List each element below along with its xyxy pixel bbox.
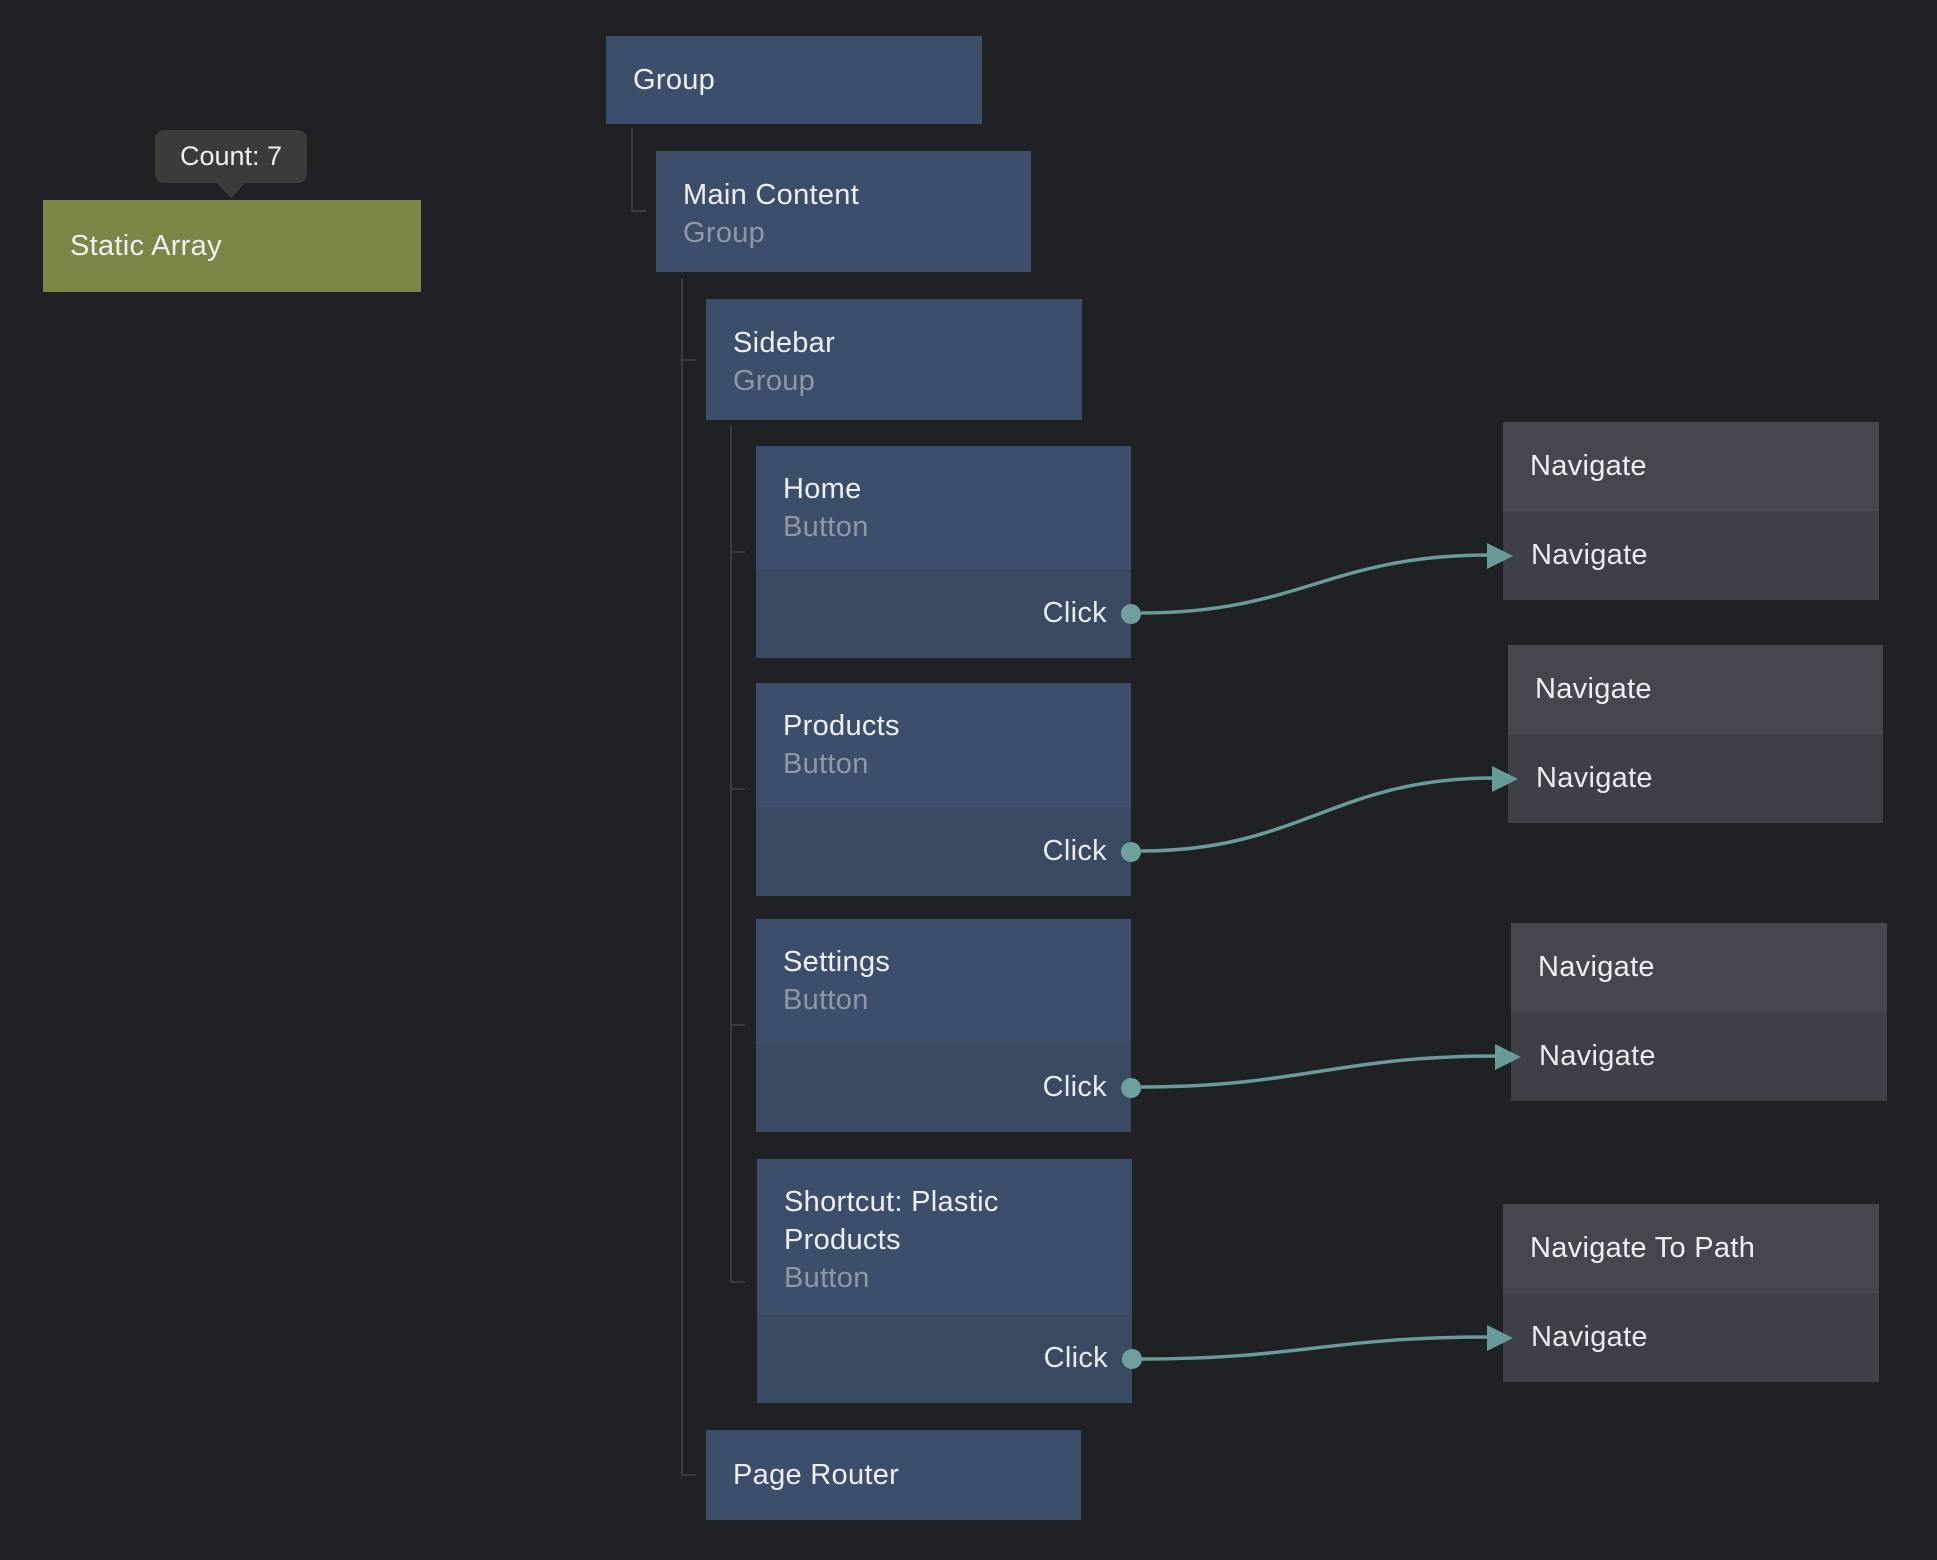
wire-settings-click-to-navigate-3[interactable] (1140, 1054, 1498, 1089)
node-type-label: Button (783, 511, 869, 543)
node-home[interactable]: Home Button Click (756, 446, 1141, 658)
wire-shortcut-click-to-navigate-to-path[interactable] (1140, 1335, 1490, 1361)
node-type-label: Group (733, 365, 816, 397)
node-title: Settings (783, 946, 891, 978)
click-output-port-dot[interactable] (1121, 1077, 1141, 1098)
node-main-content[interactable]: Main Content Group (656, 151, 1031, 272)
click-output-port-label: Click (1042, 597, 1107, 629)
node-title: Navigate To Path (1530, 1232, 1756, 1264)
node-title: Page Router (733, 1459, 900, 1491)
node-navigate-to-path[interactable]: Navigate To Path Navigate (1487, 1204, 1879, 1382)
node-settings[interactable]: Settings Button Click (756, 919, 1141, 1132)
tree-line-group-children (631, 128, 646, 212)
navigate-input-port-label: Navigate (1531, 539, 1648, 571)
node-title: Shortcut: Plastic Products (784, 1186, 999, 1256)
click-output-port-dot[interactable] (1121, 841, 1141, 862)
click-output-port-label: Click (1042, 835, 1107, 867)
node-navigate-2[interactable]: Navigate Navigate (1492, 645, 1883, 823)
tree-line-sidebar-children (730, 426, 745, 1283)
node-type-label: Group (683, 217, 766, 249)
node-type-label: Button (783, 984, 869, 1016)
node-title: Navigate (1535, 673, 1652, 705)
node-group[interactable]: Group (606, 36, 982, 124)
node-static-array[interactable]: Static Array (43, 200, 421, 292)
wire-home-click-to-navigate-1[interactable] (1140, 553, 1490, 615)
node-title: Navigate (1538, 951, 1655, 983)
click-output-port-dot[interactable] (1122, 1348, 1142, 1369)
node-title: Static Array (70, 230, 222, 262)
navigate-input-port-arrow[interactable] (1495, 1043, 1521, 1070)
node-title: Home (783, 473, 862, 505)
node-products[interactable]: Products Button Click (756, 683, 1141, 896)
wire-products-click-to-navigate-2[interactable] (1140, 776, 1495, 853)
tooltip-pointer (217, 183, 245, 198)
node-title: Group (633, 64, 716, 96)
click-output-port-dot[interactable] (1121, 603, 1141, 624)
click-output-port-label: Click (1043, 1342, 1108, 1374)
node-type-label: Button (783, 748, 869, 780)
click-output-port-label: Click (1042, 1071, 1107, 1103)
navigate-input-port-label: Navigate (1536, 762, 1653, 794)
navigate-input-port-arrow[interactable] (1487, 1324, 1513, 1351)
navigate-input-port-arrow[interactable] (1492, 765, 1518, 792)
node-title: Products (783, 710, 900, 742)
navigate-input-port-label: Navigate (1531, 1321, 1648, 1353)
node-title: Sidebar (733, 327, 836, 359)
count-tooltip: Count: 7 (155, 130, 307, 198)
tree-line-main-content-children (681, 278, 696, 1476)
navigate-input-port-label: Navigate (1539, 1040, 1656, 1072)
node-type-label: Button (784, 1262, 870, 1294)
node-navigate-3[interactable]: Navigate Navigate (1495, 923, 1887, 1101)
node-sidebar[interactable]: Sidebar Group (706, 299, 1082, 420)
node-page-router[interactable]: Page Router (706, 1430, 1081, 1520)
count-tooltip-text: Count: 7 (179, 141, 283, 171)
node-title: Main Content (683, 179, 860, 211)
node-title: Navigate (1530, 450, 1647, 482)
navigate-input-port-arrow[interactable] (1487, 542, 1513, 569)
node-navigate-1[interactable]: Navigate Navigate (1487, 422, 1879, 600)
node-shortcut-plastic-products[interactable]: Shortcut: Plastic Products Button Click (757, 1159, 1142, 1403)
